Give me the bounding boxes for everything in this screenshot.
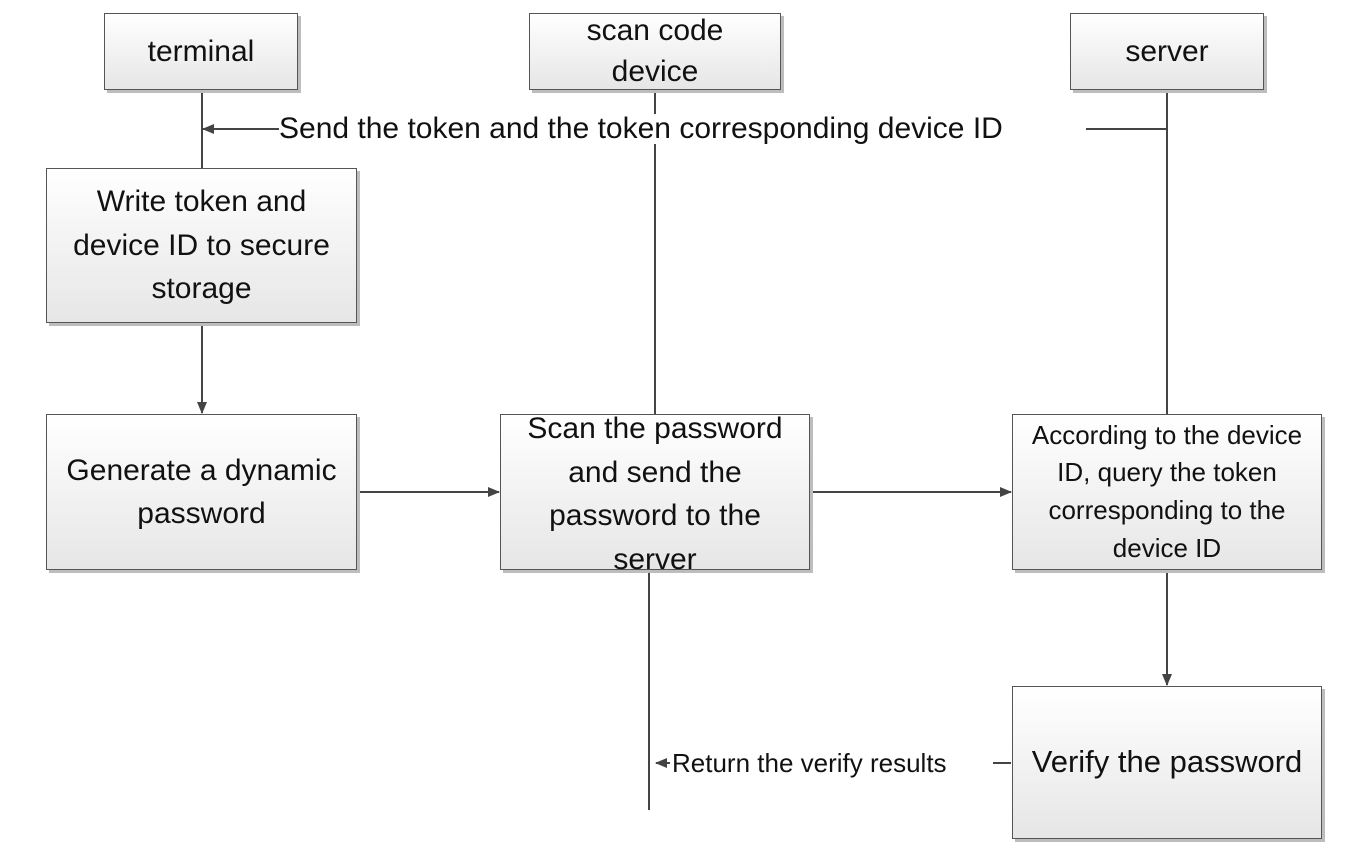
server-label: server	[1125, 35, 1209, 68]
scan-password-text: Scan the password and send the password …	[527, 412, 783, 576]
return-results-label: Return the verify results	[672, 748, 947, 778]
server-header: server	[1070, 13, 1264, 90]
verify-password-text: Verify the password	[1031, 744, 1303, 780]
terminal-header: terminal	[104, 13, 298, 90]
scanner-header: scan code device	[529, 13, 781, 90]
scanner-label: scan code device	[586, 14, 724, 88]
generate-password-text: Generate a dynamic password	[66, 453, 337, 531]
terminal-label: terminal	[147, 35, 255, 68]
verify-password-step: Verify the password	[1012, 686, 1322, 839]
send-token-label: Send the token and the token correspondi…	[279, 112, 1003, 145]
query-token-step: According to the device ID, query the to…	[1012, 414, 1322, 570]
generate-password-step: Generate a dynamic password	[46, 414, 357, 570]
scan-password-step: Scan the password and send the password …	[500, 412, 810, 576]
write-token-text: Write token and device ID to secure stor…	[73, 185, 330, 306]
write-token-step: Write token and device ID to secure stor…	[46, 168, 357, 323]
query-token-text: According to the device ID, query the to…	[1031, 419, 1303, 563]
